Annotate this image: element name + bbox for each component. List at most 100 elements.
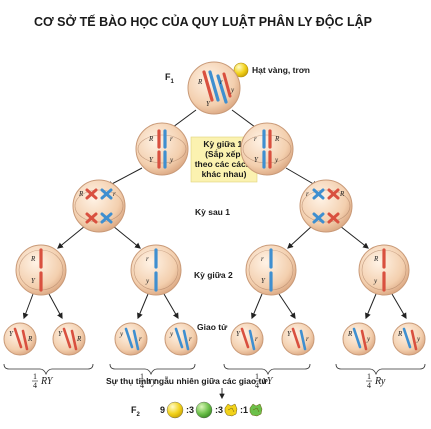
ratio-count: 3 bbox=[218, 405, 223, 415]
division-arrow bbox=[106, 167, 143, 187]
allele-y: y bbox=[145, 277, 150, 285]
division-arrow bbox=[285, 167, 319, 187]
gamete-7-membrane bbox=[342, 322, 376, 356]
gamete-genotype: Ry bbox=[374, 376, 386, 387]
division-arrow bbox=[137, 293, 149, 320]
allele-r: r bbox=[306, 190, 309, 198]
division-arrow bbox=[278, 293, 296, 319]
spindle bbox=[74, 189, 124, 223]
allele-r: r bbox=[113, 190, 116, 198]
metaphase2-cell-2: ry bbox=[130, 244, 182, 296]
gamete-7: Ry bbox=[342, 322, 376, 356]
chromosome-lower-left bbox=[85, 212, 98, 224]
stage-metaphase2-label: Kỳ giữa 2 bbox=[194, 270, 233, 280]
f2-ratio: 9:3:3:1 bbox=[160, 401, 263, 419]
fraction-numerator: 1 bbox=[367, 372, 371, 381]
allele-R: R bbox=[347, 330, 353, 338]
allele-R: R bbox=[78, 190, 84, 198]
division-arrow bbox=[112, 225, 141, 249]
gamete-5: Yr bbox=[230, 322, 264, 356]
allele-r: r bbox=[139, 335, 142, 343]
gamete-chromosome-2 bbox=[299, 329, 307, 351]
allele-r: r bbox=[255, 335, 258, 343]
gamete-4-membrane bbox=[164, 322, 198, 356]
fraction-denominator: 4 bbox=[255, 381, 259, 390]
green-round-seed-icon bbox=[195, 401, 213, 419]
division-arrow bbox=[339, 225, 369, 249]
ratio-count: 1 bbox=[243, 405, 248, 415]
f1-phenotype: Hạt vàng, trơn bbox=[252, 65, 310, 75]
gamete-genotype: RY bbox=[40, 376, 54, 387]
division-arrow bbox=[163, 293, 179, 320]
gamete-genotype: rY bbox=[263, 376, 274, 387]
allele-y: y bbox=[119, 330, 124, 338]
gamete-chromosome-2 bbox=[182, 329, 190, 351]
metaphase2-cell-3: rY bbox=[245, 244, 297, 296]
chromosome-blue bbox=[208, 70, 220, 102]
division-arrow bbox=[365, 293, 377, 320]
anaphase1-cell-left-membrane bbox=[72, 179, 126, 233]
chromosome-red bbox=[222, 72, 232, 98]
gamete-2-membrane bbox=[52, 322, 86, 356]
ratio-count: 9 bbox=[160, 405, 165, 415]
allele-Y: Y bbox=[31, 277, 36, 285]
allele-R: R bbox=[197, 78, 203, 86]
gamete-6: Yr bbox=[281, 322, 315, 356]
allele-Y: Y bbox=[261, 277, 266, 285]
metaphase2-cell-4-membrane bbox=[358, 244, 410, 296]
gamete-chromosome-1 bbox=[13, 327, 23, 349]
bracket-ry-last bbox=[335, 363, 426, 376]
fraction-denominator: 4 bbox=[367, 381, 371, 390]
chromosome-lower-right bbox=[327, 212, 340, 224]
gamete-chromosome-2 bbox=[70, 329, 78, 351]
allele-R: R bbox=[397, 330, 403, 338]
gamete-chromosome-2 bbox=[360, 329, 368, 351]
division-arrow bbox=[48, 293, 63, 320]
yellow-round-seed-icon bbox=[233, 62, 249, 78]
gamete-4: yr bbox=[164, 322, 198, 356]
stage-metaphase1-label: Kỳ giữa 1 (Sắp xếp theo các cách khác nh… bbox=[195, 139, 254, 179]
allele-Y: Y bbox=[254, 156, 259, 164]
gamete-2: YR bbox=[52, 322, 86, 356]
spindle bbox=[301, 189, 351, 223]
green-wrinkled-seed-icon bbox=[249, 403, 263, 417]
f2-label: F2 bbox=[131, 405, 141, 418]
allele-r: r bbox=[170, 135, 173, 143]
gamete-chromosome-1 bbox=[402, 327, 412, 349]
gamete-8: Ry bbox=[392, 322, 426, 356]
gamete-chromosome-2 bbox=[21, 329, 29, 351]
gamete-chromosome-2 bbox=[248, 329, 256, 351]
metaphase2-cell-2-membrane bbox=[130, 244, 182, 296]
allele-Y: Y bbox=[149, 156, 154, 164]
metaphase2-cell-1-membrane bbox=[15, 244, 67, 296]
gamete-3-membrane bbox=[114, 322, 148, 356]
division-arrow bbox=[57, 225, 86, 249]
metaphase1-cell-left-membrane bbox=[135, 122, 189, 176]
allele-r: r bbox=[146, 255, 149, 263]
allele-y: y bbox=[416, 335, 421, 343]
f2-term-yellow-round: 9 bbox=[160, 401, 184, 419]
stage-anaphase1-label: Kỳ sau 1 bbox=[195, 207, 230, 217]
fraction-numerator: 1 bbox=[33, 372, 37, 381]
allele-r: r bbox=[306, 335, 309, 343]
ratio-separator: : bbox=[186, 405, 189, 415]
allele-Y: Y bbox=[58, 330, 63, 338]
bracket-ry-lower bbox=[109, 363, 196, 376]
f2-term-yellow-wrinkled: :3 bbox=[215, 403, 238, 417]
gamete-1-membrane bbox=[3, 322, 37, 356]
f2-term-green-wrinkled: :1 bbox=[240, 403, 263, 417]
allele-R: R bbox=[339, 190, 345, 198]
division-arrow bbox=[287, 225, 313, 249]
spindle bbox=[242, 134, 292, 164]
allele-r: r bbox=[220, 78, 223, 86]
bracket-group-1 bbox=[3, 363, 94, 376]
spindle bbox=[137, 134, 187, 164]
gamete-chromosome-2 bbox=[132, 329, 140, 351]
bracket-ry-mixed bbox=[223, 363, 311, 376]
gamete-genotype: ry bbox=[148, 376, 157, 387]
